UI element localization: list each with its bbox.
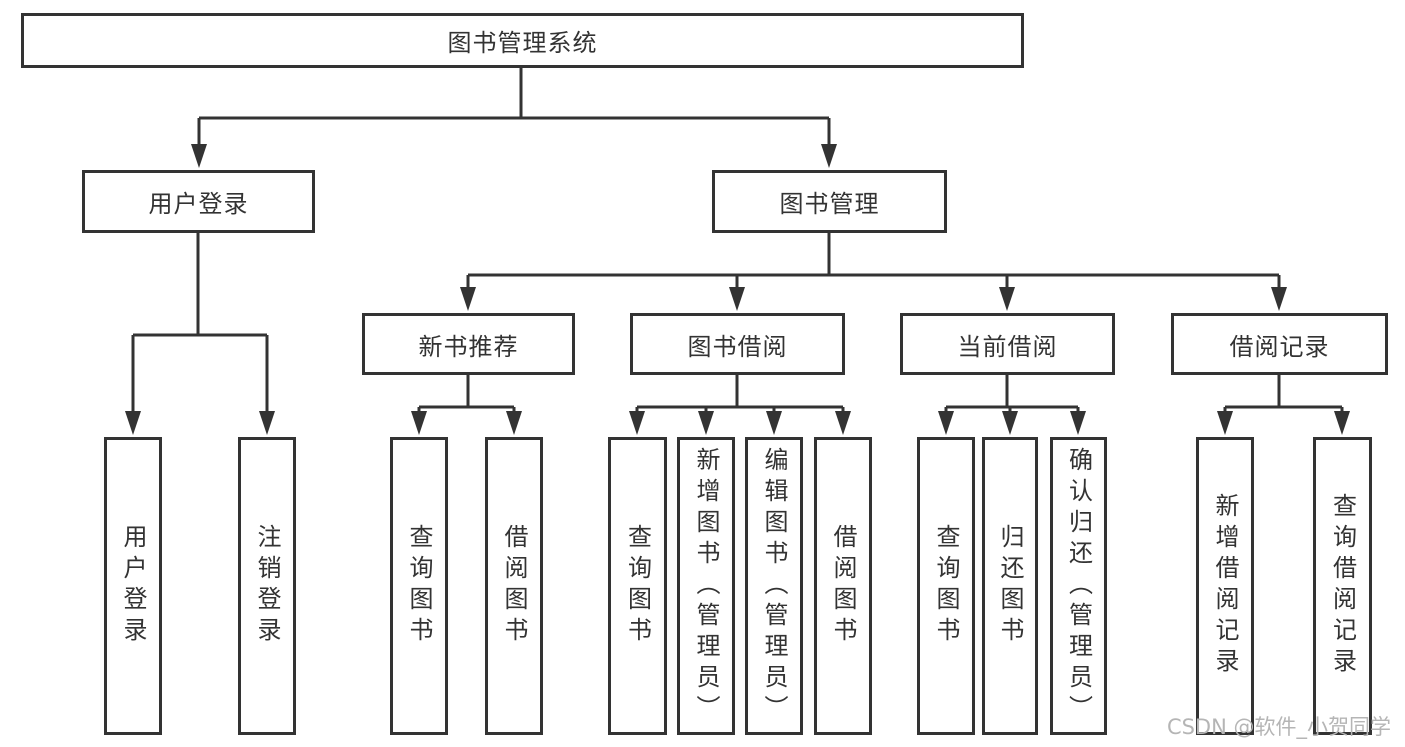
arrowhead-current-borrow: [999, 287, 1015, 311]
connector-user-login-group: [125, 233, 275, 435]
connector-book-management-to-level3: [460, 233, 1287, 311]
leaf-confirm-return-admin-label: 确认归还（管理员）: [1064, 446, 1093, 726]
leaf-query-book-2-label: 查询图书: [623, 524, 652, 648]
node-borrow-record-label: 借阅记录: [1229, 332, 1330, 361]
leaf-borrow-book-2: 借阅图书: [814, 437, 872, 735]
arrowhead-book-borrow: [729, 287, 745, 311]
node-root-label: 图书管理系统: [447, 29, 598, 57]
leaf-return-book-label: 归还图书: [996, 524, 1024, 648]
node-borrow-record: 借阅记录: [1171, 313, 1388, 375]
arrowhead-logout-leaf: [259, 411, 275, 435]
leaf-query-book-1: 查询图书: [390, 437, 448, 735]
node-book-borrow-label: 图书借阅: [687, 332, 788, 361]
arrowhead-new-book: [460, 287, 476, 311]
connector-book-borrow-group: [629, 375, 851, 435]
arrowhead-user-login: [191, 144, 207, 168]
leaf-add-borrow-record: 新增借阅记录: [1196, 437, 1254, 735]
connector-current-borrow-group: [938, 375, 1086, 435]
node-current-borrow-label: 当前借阅: [957, 332, 1058, 361]
leaf-add-book-admin: 新增图书（管理员）: [677, 437, 735, 735]
leaf-logout-label: 注销登录: [253, 524, 281, 648]
node-user-login: 用户登录: [82, 170, 315, 233]
leaf-logout: 注销登录: [238, 437, 296, 735]
node-user-login-label: 用户登录: [148, 190, 249, 218]
leaf-borrow-book-2-label: 借阅图书: [829, 524, 857, 648]
leaf-return-book: 归还图书: [982, 437, 1038, 735]
arrowhead-borrow-record: [1271, 287, 1287, 311]
leaf-user-login-label: 用户登录: [119, 524, 147, 648]
leaf-edit-book-admin: 编辑图书（管理员）: [745, 437, 803, 735]
leaf-query-borrow-record: 查询借阅记录: [1313, 437, 1372, 735]
arrowhead-login-leaf: [125, 411, 141, 435]
node-current-borrow: 当前借阅: [900, 313, 1115, 375]
leaf-add-borrow-record-label: 新增借阅记录: [1211, 493, 1239, 679]
node-book-management: 图书管理: [712, 170, 947, 233]
leaf-borrow-book-1-label: 借阅图书: [500, 524, 528, 648]
node-book-management-label: 图书管理: [779, 190, 880, 218]
leaf-user-login: 用户登录: [104, 437, 162, 735]
connector-new-book-group: [411, 375, 522, 435]
node-root-library-system: 图书管理系统: [21, 13, 1024, 68]
node-new-book-recommend-label: 新书推荐: [418, 332, 519, 361]
csdn-watermark: CSDN @软件_小贺同学: [1166, 715, 1391, 739]
leaf-query-book-3: 查询图书: [917, 437, 975, 735]
leaf-query-book-2: 查询图书: [608, 437, 667, 735]
leaf-query-borrow-record-label: 查询借阅记录: [1328, 493, 1357, 679]
leaf-add-book-admin-label: 新增图书（管理员）: [692, 446, 720, 726]
node-book-borrow: 图书借阅: [630, 313, 845, 375]
arrowhead-book-management: [821, 144, 837, 168]
connector-borrow-record-group: [1217, 375, 1350, 435]
leaf-query-book-1-label: 查询图书: [405, 524, 433, 648]
leaf-borrow-book-1: 借阅图书: [485, 437, 543, 735]
leaf-edit-book-admin-label: 编辑图书（管理员）: [760, 446, 788, 726]
node-new-book-recommend: 新书推荐: [362, 313, 575, 375]
leaf-query-book-3-label: 查询图书: [932, 524, 960, 648]
connector-root-to-level2: [191, 68, 837, 168]
leaf-confirm-return-admin: 确认归还（管理员）: [1050, 437, 1107, 735]
